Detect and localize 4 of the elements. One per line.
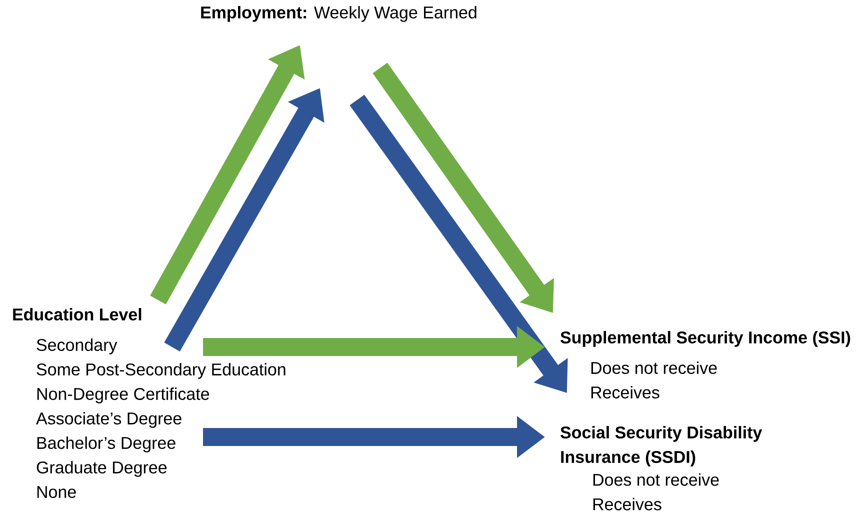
category-list: Social Security Disability Insurance (SSDI) Does not receive Receives	[560, 426, 762, 510]
category-list: Education Level Secondary Some Post-Secondary Education Non-Degree Certificate Associate’s Degree Bachelor’s Degree Graduate Degree None	[13, 308, 286, 498]
heading-text: Employment: Weekly Wage Earned	[201, 6, 476, 22]
category-list: Supplemental Security Income (SSI) Does not receive Receives	[560, 331, 850, 398]
